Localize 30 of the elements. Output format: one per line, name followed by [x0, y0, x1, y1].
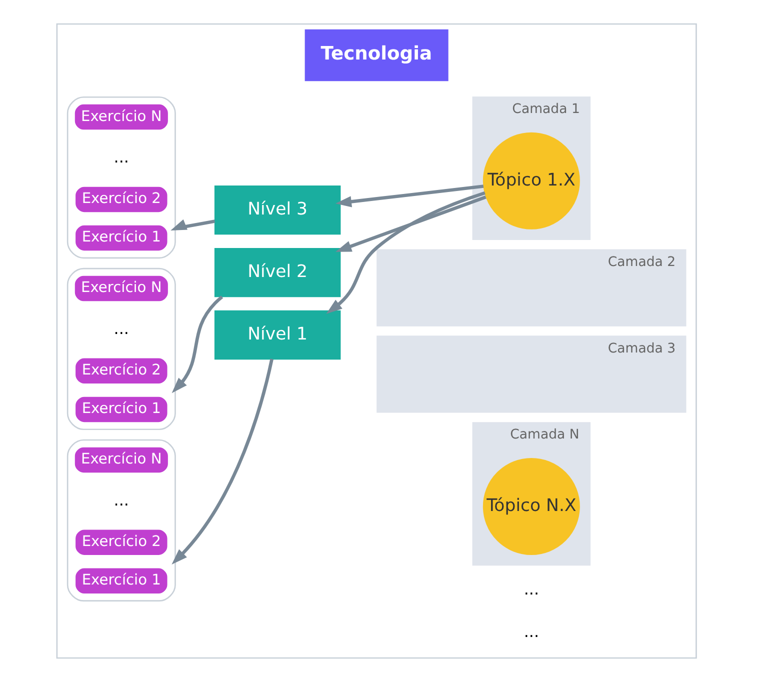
arrow [326, 191, 485, 314]
label: ... [523, 622, 539, 641]
arrow [171, 358, 273, 564]
node-box: Exercício 2 [75, 358, 167, 384]
label: ... [523, 579, 539, 598]
arrow [335, 184, 484, 208]
cluster [66, 268, 176, 430]
node-box: Exercício 2 [75, 186, 167, 212]
label: ... [113, 147, 129, 166]
node-box: Camada 3 [376, 336, 686, 413]
arrow [335, 195, 486, 252]
node-box: Exercício 1 [75, 225, 167, 251]
label: ... [113, 490, 129, 510]
cluster [66, 439, 176, 602]
node-box: Exercício N [74, 276, 168, 302]
node-box: Exercício 1 [75, 568, 167, 594]
node-box: Exercício 2 [75, 530, 167, 555]
node-box: Exercício 1 [75, 396, 167, 422]
node-box: Exercício N [74, 104, 168, 130]
node-box: Nível 2 [214, 248, 340, 298]
node-circle: Tópico 1.X [482, 132, 580, 230]
node-circle: Tópico N.X [482, 458, 580, 555]
node-box: Camada 2 [376, 249, 686, 326]
arrow [170, 219, 214, 231]
cluster [66, 96, 176, 259]
node-box: Nível 1 [214, 310, 340, 360]
node-box: Exercício N [74, 447, 168, 473]
node-box: Nível 3 [214, 186, 340, 235]
arrow [171, 296, 223, 394]
label: ... [113, 318, 129, 338]
